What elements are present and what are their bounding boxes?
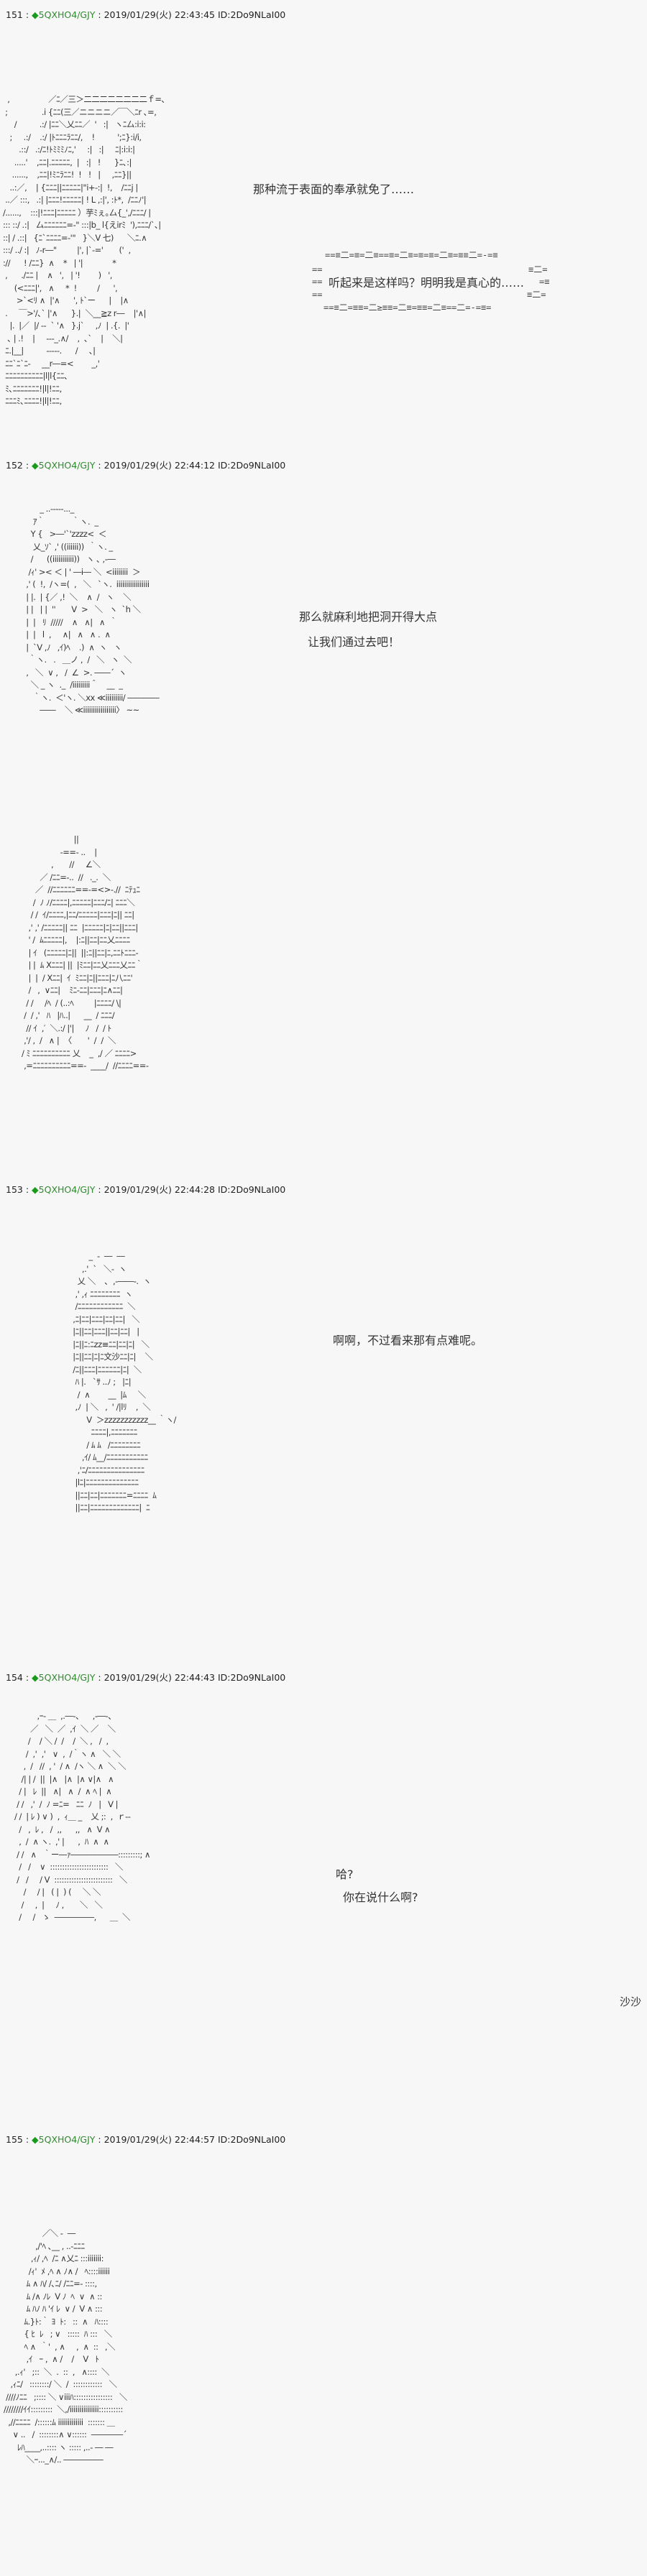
diamond-icon: ◆ bbox=[32, 2134, 39, 2145]
bubble-border: =≡ bbox=[539, 277, 550, 287]
ascii-art-152-b: || -==- .. | , // ∠＼ ／ /ﾆﾆ=-.. // ._. ＼ … bbox=[22, 834, 149, 1071]
separator: : bbox=[22, 2134, 32, 2145]
ascii-art-151: , ／ﾆ／三＞二二二二二二二二ｆ=､ ; .i {ﾆﾆ(三／ニニニニ／￣＼ﾆr … bbox=[3, 94, 165, 406]
post-number: 152 bbox=[6, 460, 23, 471]
ascii-art-153: _ - ― ― ,.' ` ＼- ヽ 乂 ＼ ､ ,-――-. ヽ ,' ,ｨ … bbox=[73, 1251, 176, 1513]
diamond-icon: ◆ bbox=[32, 1184, 39, 1195]
separator: : bbox=[22, 460, 32, 471]
post-meta: : 2019/01/29(火) 22:44:57 ID:2Do9NLaI00 bbox=[95, 2134, 286, 2145]
post-meta: : 2019/01/29(火) 22:44:28 ID:2Do9NLaI00 bbox=[95, 1184, 286, 1195]
dialogue-line: 啊啊，不过看来那有点难呢。 bbox=[333, 1334, 483, 1347]
diamond-icon: ◆ bbox=[32, 9, 39, 20]
dialogue-line: 让我们通过去吧！ bbox=[308, 635, 400, 649]
dialogue-line: 你在说什么啊? bbox=[343, 1891, 418, 1904]
post-header-154: 154 : ◆5QXHO4/GJY : 2019/01/29(火) 22:44:… bbox=[6, 1670, 285, 1684]
post-number: 153 bbox=[6, 1184, 23, 1195]
post-number: 151 bbox=[6, 9, 23, 20]
separator: : bbox=[22, 9, 32, 20]
dialogue-line: 那么就麻利地把洞开得大点 bbox=[299, 610, 438, 624]
post-header-153: 153 : ◆5QXHO4/GJY : 2019/01/29(火) 22:44:… bbox=[6, 1182, 285, 1196]
sound-effect: 沙沙 bbox=[620, 1995, 642, 2008]
dialogue-line: 那种流于表面的奉承就免了…… bbox=[253, 183, 415, 196]
dialogue-line: 听起来是这样吗？明明我是真心的…… bbox=[329, 276, 525, 290]
post-number: 155 bbox=[6, 2134, 23, 2145]
post-header-155: 155 : ◆5QXHO4/GJY : 2019/01/29(火) 22:44:… bbox=[6, 2132, 285, 2146]
ascii-art-155: ／＼ - ― ,/'ﾍ ､__ , ..-ﾆﾆﾆ ,ｨ/ ,ﾍ /ﾆ ∧乂ﾆ :… bbox=[4, 2228, 127, 2465]
post-number: 154 bbox=[6, 1672, 23, 1683]
diamond-icon: ◆ bbox=[32, 460, 39, 471]
bubble-border: == bbox=[312, 264, 323, 274]
poster-tripcode[interactable]: 5QXHO4/GJY bbox=[38, 1184, 96, 1195]
bubble-border: ≡二= bbox=[527, 290, 546, 300]
bubble-border-top: ==≡二=≡=二≡==≡=二≡=≡=≡=二≡=≡≡二=-=≡ bbox=[325, 250, 498, 260]
ascii-art-152-a: _ ..-----..._ ｱ｀ ｀ヽ. _ Y { >―'`'zzzz< ＜ … bbox=[26, 504, 160, 715]
ascii-art-154: ,ｰ- ＿ ,.―-、 ,-―-、 ／ ＼ ／ ,ｲ ＼ ／ ＼ / / ＼ /… bbox=[14, 1711, 150, 1922]
post-meta: : 2019/01/29(火) 22:43:45 ID:2Do9NLaI00 bbox=[95, 9, 286, 20]
bubble-border-bottom: ==≡二=≡≡=二≥≡≡=二≡=≡≡=二≡==二=-=≡= bbox=[324, 303, 492, 313]
diamond-icon: ◆ bbox=[32, 1672, 39, 1683]
poster-tripcode[interactable]: 5QXHO4/GJY bbox=[38, 1672, 96, 1683]
post-header-151: 151 : ◆5QXHO4/GJY : 2019/01/29(火) 22:43:… bbox=[6, 7, 285, 21]
separator: : bbox=[22, 1672, 32, 1683]
post-header-152: 152 : ◆5QXHO4/GJY : 2019/01/29(火) 22:44:… bbox=[6, 458, 285, 471]
dialogue-line: 哈? bbox=[336, 1868, 354, 1881]
post-meta: : 2019/01/29(火) 22:44:43 ID:2Do9NLaI00 bbox=[95, 1672, 286, 1683]
bubble-border: == bbox=[312, 277, 323, 287]
poster-tripcode[interactable]: 5QXHO4/GJY bbox=[38, 2134, 96, 2145]
poster-tripcode[interactable]: 5QXHO4/GJY bbox=[38, 9, 96, 20]
bubble-border: ≡二= bbox=[528, 264, 548, 274]
separator: : bbox=[22, 1184, 32, 1195]
poster-tripcode[interactable]: 5QXHO4/GJY bbox=[38, 460, 96, 471]
bubble-border: == bbox=[312, 290, 323, 300]
post-meta: : 2019/01/29(火) 22:44:12 ID:2Do9NLaI00 bbox=[95, 460, 286, 471]
